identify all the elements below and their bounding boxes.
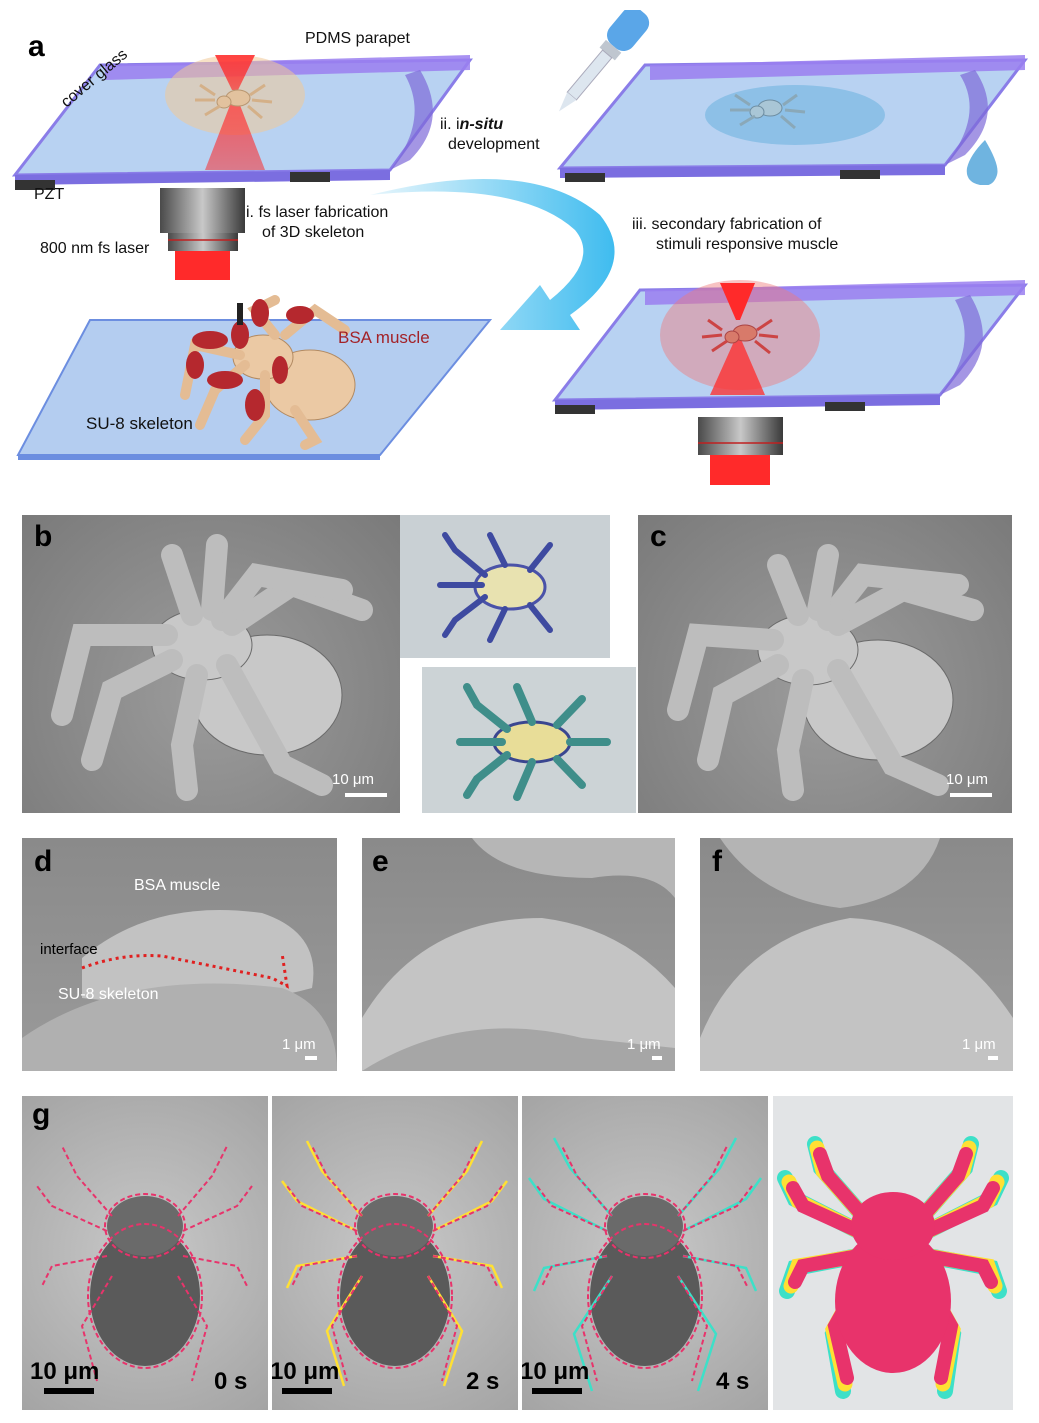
scale-label-g2: 10 μm: [522, 1358, 590, 1385]
spider-outline-0s: [36, 1145, 253, 1382]
bsa-muscle-spider-illustration: [16, 295, 493, 460]
g-frame-4s: 10 μm 4 s: [522, 1096, 768, 1410]
laser-label: 800 nm fs laser: [40, 240, 150, 257]
step-ii-prefix: ii. i: [440, 116, 460, 133]
optical-image-top: [400, 515, 610, 658]
panel-b-letter: b: [34, 520, 53, 553]
scale-label-c: 10 μm: [946, 771, 988, 788]
spider-sem-c: [667, 544, 984, 801]
panel-f-letter: f: [712, 845, 722, 878]
scale-bar-f: [988, 1056, 998, 1060]
su8-skeleton-label-d: SU-8 skeleton: [58, 986, 159, 1003]
scale-bar-b: [345, 793, 387, 797]
panel-g-letter: g: [32, 1098, 51, 1131]
step-ii-line2: development: [448, 136, 540, 153]
step-i-line1: i. fs laser fabrication: [246, 204, 389, 221]
time-label-g0: 0 s: [214, 1368, 248, 1395]
spider-overlay-silhouette: [777, 1136, 1009, 1399]
panel-c-letter: c: [650, 520, 667, 553]
scale-bar-d: [305, 1056, 317, 1060]
secondary-fabrication-illustration: [551, 280, 1029, 485]
bsa-muscle-label-d: BSA muscle: [134, 877, 221, 894]
bsa-muscle-label-a: BSA muscle: [338, 328, 430, 347]
sem-image-f: 1 μm: [700, 838, 1013, 1071]
spider-sem-b: [51, 534, 373, 801]
sem-image-e: 1 μm: [362, 838, 675, 1071]
scale-label-g0: 10 μm: [30, 1358, 100, 1385]
scale-bar-e: [652, 1056, 662, 1060]
su8-skeleton-label-a: SU-8 skeleton: [86, 414, 193, 433]
development-setup-illustration: [556, 10, 1029, 185]
time-label-g1: 2 s: [466, 1368, 500, 1395]
panel-e-letter: e: [372, 845, 389, 878]
g-overlay-composite: [773, 1096, 1013, 1410]
pzt-label: PZT: [34, 186, 65, 203]
optical-image-bottom: [422, 667, 636, 813]
interface-label-d: interface: [40, 941, 98, 958]
scale-label-d: 1 μm: [282, 1036, 316, 1053]
step-iii-line2: stimuli responsive muscle: [656, 236, 839, 253]
spider-outline-2s: [281, 1140, 508, 1387]
scale-bar-g2: [532, 1388, 582, 1394]
panel-d-letter: d: [34, 845, 53, 878]
step-ii-line1: ii. in-situ: [440, 116, 503, 134]
sem-image-b: 10 μm: [22, 515, 400, 813]
g-frame-2s: 10 μm 2 s: [272, 1096, 518, 1410]
scale-bar-g1: [282, 1388, 332, 1394]
scale-bar-c: [950, 793, 992, 797]
scale-label-f: 1 μm: [962, 1036, 996, 1053]
g-frame-0s: 10 μm 0 s: [22, 1096, 268, 1410]
scale-label-g1: 10 μm: [272, 1358, 340, 1385]
step-i-line2: of 3D skeleton: [262, 224, 365, 241]
pdms-parapet-label: PDMS parapet: [305, 30, 410, 47]
scale-label-b: 10 μm: [332, 771, 374, 788]
scale-label-e: 1 μm: [627, 1036, 661, 1053]
sem-image-d: 1 μm: [22, 838, 337, 1071]
step-ii-italic: n-situ: [459, 116, 504, 133]
panel-a-letter: a: [28, 30, 45, 63]
time-label-g2: 4 s: [716, 1368, 750, 1395]
step-iii-line1: iii. secondary fabrication of: [632, 216, 822, 233]
scale-bar-g0: [44, 1388, 94, 1394]
fabrication-setup-illustration: [11, 55, 473, 280]
sem-image-c: 10 μm: [638, 515, 1012, 813]
spider-outline-4s: [527, 1137, 763, 1392]
